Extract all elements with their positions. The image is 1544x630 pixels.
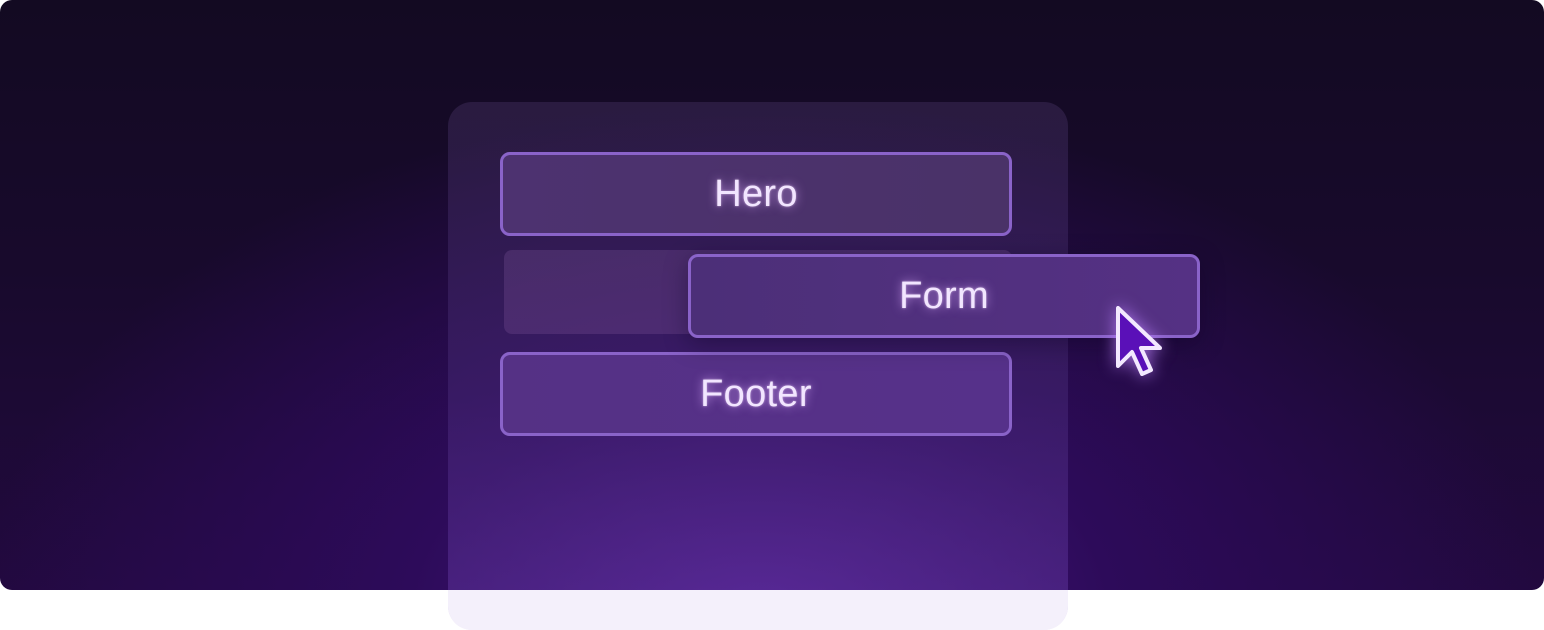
- panel-bottom-edge: [448, 590, 1068, 630]
- section-block-form-dragging[interactable]: Form: [688, 254, 1200, 338]
- section-block-footer[interactable]: Footer: [500, 352, 1012, 436]
- section-block-hero[interactable]: Hero: [500, 152, 1012, 236]
- section-label-form: Form: [899, 274, 989, 317]
- section-label-hero: Hero: [714, 172, 798, 215]
- pointer-arrow-icon: [1116, 306, 1162, 376]
- section-label-footer: Footer: [700, 372, 812, 415]
